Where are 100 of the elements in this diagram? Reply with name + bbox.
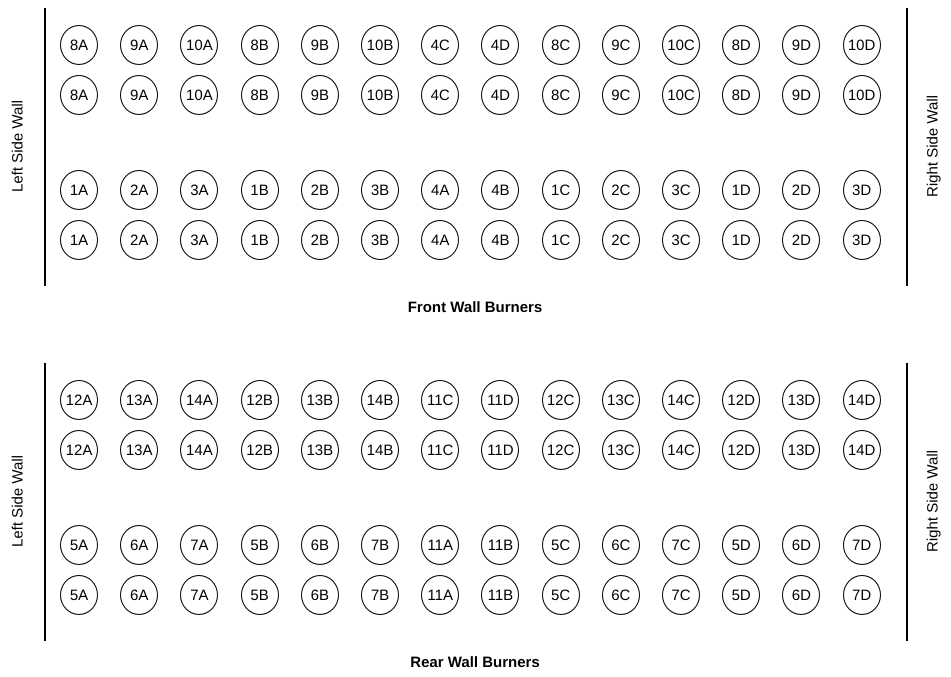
burner-circle: 1D (722, 220, 760, 260)
burner-circle: 14B (361, 380, 399, 420)
burner-circle: 3D (842, 170, 881, 210)
burner-circle: 6B (300, 525, 339, 565)
burner-circle: 1A (60, 170, 98, 210)
burner-circle: 12B (240, 380, 279, 420)
burner-circle: 3C (662, 220, 700, 260)
burner-circle: 11D (481, 430, 520, 470)
burner-circle: 9D (782, 75, 820, 115)
burner-circle: 1C (542, 220, 580, 260)
burner-circle: 7C (662, 525, 700, 565)
burner-circle: 4D (481, 75, 520, 115)
burner-circle: 9D (782, 25, 820, 65)
burner-circle: 3A (180, 170, 218, 210)
burner-circle: 11C (421, 380, 460, 420)
burner-circle: 11A (421, 575, 460, 615)
wall-label: Left Side Wall (10, 455, 26, 547)
burner-circle: 4B (481, 220, 520, 260)
burner-circle: 4A (421, 220, 460, 260)
burner-circle: 6C (602, 525, 640, 565)
wall-label: Right Side Wall (926, 95, 940, 197)
burner-circle: 12A (60, 430, 98, 470)
burner-circle: 11A (421, 525, 460, 565)
burner-circle: 9A (120, 25, 158, 65)
burner-circle: 6B (300, 575, 339, 615)
burner-circle: 8D (722, 75, 760, 115)
burner-circle: 13D (782, 430, 820, 470)
burner-circle: 14C (662, 430, 700, 470)
burner-circle: 3B (361, 170, 399, 210)
burner-circle: 4B (481, 170, 520, 210)
burner-circle: 2D (782, 170, 820, 210)
burner-circle: 14D (842, 430, 881, 470)
burner-circle: 7D (842, 525, 881, 565)
burner-circle: 5C (542, 575, 580, 615)
burner-circle: 12D (722, 380, 760, 420)
burner-circle: 14A (180, 380, 218, 420)
burner-circle: 13D (782, 380, 820, 420)
section-title: Rear Wall Burners (410, 655, 540, 670)
burner-circle: 12C (542, 380, 580, 420)
burner-circle: 3A (180, 220, 218, 260)
burner-circle: 13B (300, 380, 339, 420)
burner-circle: 2B (300, 170, 339, 210)
burner-circle: 8B (240, 75, 279, 115)
burner-circle: 8A (60, 75, 98, 115)
burner-circle: 11C (421, 430, 460, 470)
burner-circle: 1A (60, 220, 98, 260)
burner-circle: 2C (602, 170, 640, 210)
burner-circle: 10B (361, 25, 399, 65)
burner-circle: 7B (361, 525, 399, 565)
wall-label: Right Side Wall (926, 450, 940, 552)
burner-circle: 14D (842, 380, 881, 420)
burner-circle: 13A (120, 380, 158, 420)
burner-circle: 6D (782, 575, 820, 615)
burner-circle: 2A (120, 170, 158, 210)
burner-circle: 4A (421, 170, 460, 210)
burner-circle: 9B (300, 25, 339, 65)
burner-circle: 11B (481, 525, 520, 565)
burner-circle: 7C (662, 575, 700, 615)
burner-circle: 7B (361, 575, 399, 615)
burner-circle: 13A (120, 430, 158, 470)
burner-circle: 9A (120, 75, 158, 115)
burner-circle: 8B (240, 25, 279, 65)
burner-circle: 2C (602, 220, 640, 260)
burner-circle: 6C (602, 575, 640, 615)
burner-circle: 1B (240, 220, 279, 260)
burner-circle: 5A (60, 525, 98, 565)
burner-circle: 12A (60, 380, 98, 420)
burner-circle: 6A (120, 575, 158, 615)
burner-circle: 2A (120, 220, 158, 260)
burner-circle: 5B (240, 575, 279, 615)
burner-circle: 9C (602, 25, 640, 65)
burner-circle: 7A (180, 575, 218, 615)
burner-circle: 10C (662, 25, 700, 65)
burner-circle: 7D (842, 575, 881, 615)
burner-circle: 5A (60, 575, 98, 615)
burner-circle: 10C (662, 75, 700, 115)
burner-circle: 5D (722, 525, 760, 565)
burner-circle: 5C (542, 525, 580, 565)
burner-circle: 14A (180, 430, 218, 470)
burner-circle: 10A (180, 25, 218, 65)
burner-circle: 4D (481, 25, 520, 65)
section-title: Front Wall Burners (408, 300, 542, 315)
burner-circle: 12B (240, 430, 279, 470)
burner-circle: 10D (842, 25, 881, 65)
burner-circle: 1C (542, 170, 580, 210)
burner-circle: 13B (300, 430, 339, 470)
burner-circle: 2B (300, 220, 339, 260)
burner-circle: 10D (842, 75, 881, 115)
burner-circle: 13C (602, 430, 640, 470)
burner-circle: 14B (361, 430, 399, 470)
burner-circle: 11B (481, 575, 520, 615)
burner-circle: 9C (602, 75, 640, 115)
burner-circle: 14C (662, 380, 700, 420)
burner-circle: 3C (662, 170, 700, 210)
burner-circle: 8C (542, 75, 580, 115)
burner-circle: 12D (722, 430, 760, 470)
burner-circle: 8A (60, 25, 98, 65)
burner-circle: 9B (300, 75, 339, 115)
burner-circle: 6D (782, 525, 820, 565)
burner-circle: 12C (542, 430, 580, 470)
